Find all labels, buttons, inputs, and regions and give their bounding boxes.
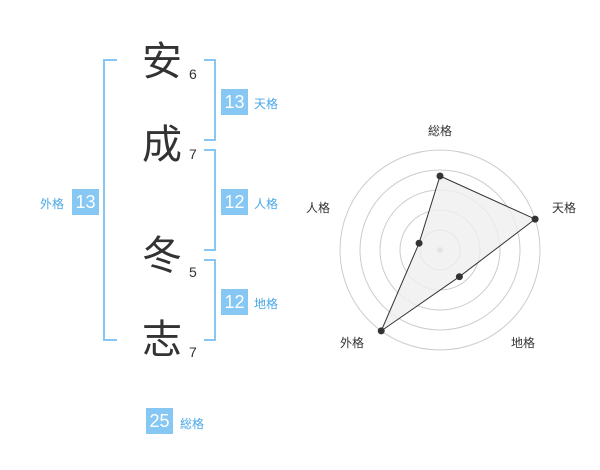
jinkaku-value: 12	[221, 189, 248, 215]
radar-label-tenkaku: 天格	[552, 200, 576, 215]
radar-point-gaikaku	[377, 327, 385, 335]
stroke-count-3: 5	[189, 264, 197, 280]
radar-label-jinkaku: 人格	[306, 200, 330, 215]
stroke-count-1: 6	[189, 66, 197, 82]
chikaku-value: 12	[221, 289, 248, 315]
radar-point-tenkaku	[531, 215, 539, 223]
radar-point-jinkaku	[415, 239, 423, 247]
gaikaku-value: 13	[72, 189, 99, 215]
radar-label-chikaku: 地格	[511, 335, 535, 350]
name-char-4: 志	[142, 317, 182, 363]
radar-label-gaikaku: 外格	[340, 335, 364, 350]
soukaku-label: 総格	[180, 417, 205, 431]
name-char-2: 成	[142, 122, 182, 168]
radar-ring	[359, 169, 521, 331]
chikaku-label: 地格	[254, 297, 279, 311]
gaikaku-label: 外格	[40, 197, 65, 211]
bracket-lines	[103, 59, 216, 341]
stroke-count-4: 7	[189, 344, 197, 360]
radar-score-area	[380, 175, 537, 333]
name-char-1: 安	[142, 39, 182, 85]
radar-point-chikaku	[455, 273, 463, 281]
tenkaku-label: 天格	[254, 97, 279, 111]
radar-points	[377, 172, 539, 335]
radar-label-soukaku: 総格	[428, 123, 452, 138]
name-char-3: 冬	[142, 233, 182, 279]
radar-ring	[339, 149, 541, 351]
tenkaku-value: 13	[221, 89, 248, 115]
jinkaku-label: 人格	[254, 197, 279, 211]
stroke-count-2: 7	[189, 146, 197, 162]
radar-point-soukaku	[436, 172, 444, 180]
radar-chart: 総格 天格 地格 外格 人格	[306, 123, 576, 351]
soukaku-value: 25	[146, 408, 173, 434]
